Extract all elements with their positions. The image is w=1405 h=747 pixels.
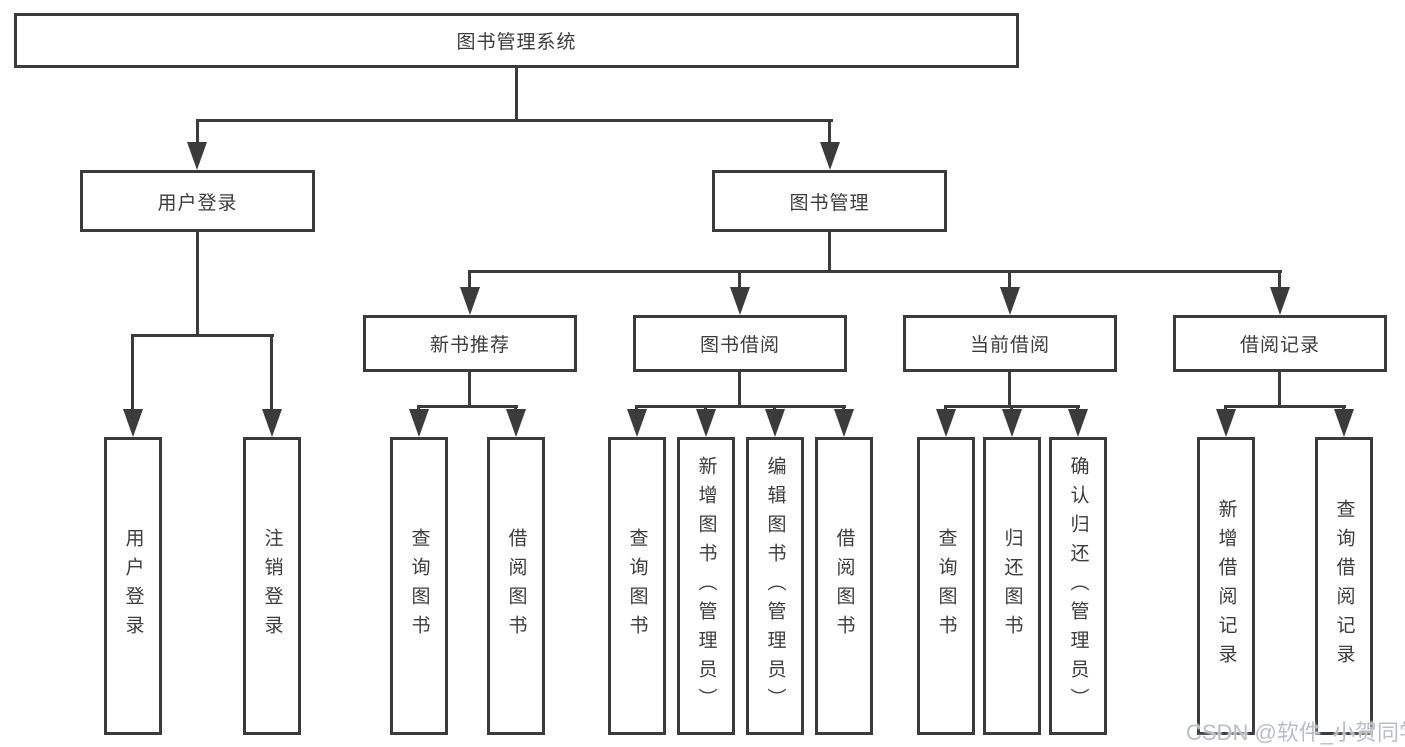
connector-line <box>738 270 741 290</box>
leaf-query-book-current: 查询图书 <box>917 437 975 735</box>
node-current-borrow: 当前借阅 <box>903 315 1117 372</box>
leaf-borrow-book-label: 借阅图书 <box>833 528 855 644</box>
connector-line <box>1224 405 1346 408</box>
leaf-confirm-return-admin: 确认归还（管理员） <box>1049 437 1107 735</box>
node-book-management: 图书管理 <box>712 170 947 232</box>
node-user-login: 用户登录 <box>80 170 315 232</box>
node-borrow-records: 借阅记录 <box>1173 315 1387 372</box>
connector-line <box>515 68 518 121</box>
leaf-confirm-return-admin-label: 确认归还（管理员） <box>1067 455 1089 717</box>
leaf-query-book-current-label: 查询图书 <box>935 528 957 644</box>
leaf-query-borrow-record: 查询借阅记录 <box>1315 437 1373 735</box>
arrowhead-icon <box>123 409 143 437</box>
arrowhead-icon <box>1270 287 1290 315</box>
arrowhead-icon <box>820 142 840 170</box>
connector-line <box>635 405 846 408</box>
arrowhead-icon <box>834 409 854 437</box>
node-current-borrow-label: 当前借阅 <box>969 335 1050 356</box>
leaf-add-book-admin-label: 新增图书（管理员） <box>695 455 717 717</box>
arrowhead-icon <box>262 409 282 437</box>
leaf-add-borrow-record: 新增借阅记录 <box>1197 437 1255 735</box>
arrowhead-icon <box>936 409 956 437</box>
connector-line <box>1008 270 1011 290</box>
connector-line <box>738 372 741 408</box>
leaf-edit-book-admin: 编辑图书（管理员） <box>746 437 804 735</box>
leaf-query-book-recommend: 查询图书 <box>390 437 448 735</box>
leaf-user-login-label: 用户登录 <box>122 528 144 644</box>
connector-line <box>417 405 518 408</box>
leaf-return-book-label: 归还图书 <box>1001 528 1023 644</box>
leaf-borrow-book-recommend-label: 借阅图书 <box>505 528 527 644</box>
leaf-query-book-borrow-label: 查询图书 <box>626 528 648 644</box>
arrowhead-icon <box>187 142 207 170</box>
connector-line <box>196 231 199 337</box>
node-book-management-label: 图书管理 <box>789 192 870 214</box>
node-borrow-records-label: 借阅记录 <box>1239 335 1320 356</box>
connector-line <box>131 334 274 337</box>
connector-line <box>196 119 199 146</box>
arrowhead-icon <box>409 409 429 437</box>
leaf-borrow-book-recommend: 借阅图书 <box>487 437 545 735</box>
arrowhead-icon <box>460 287 480 315</box>
arrowhead-icon <box>1002 409 1022 437</box>
connector-line <box>828 119 831 146</box>
node-root-label: 图书管理系统 <box>456 32 577 53</box>
arrowhead-icon <box>730 287 750 315</box>
connector-line <box>468 270 1282 273</box>
connector-line <box>828 231 831 273</box>
connector-line <box>196 119 833 122</box>
connector-line <box>1278 372 1281 408</box>
leaf-user-login: 用户登录 <box>104 437 162 735</box>
leaf-logout: 注销登录 <box>243 437 301 735</box>
connector-line <box>1278 270 1281 290</box>
arrowhead-icon <box>696 409 716 437</box>
node-new-book-recommend-label: 新书推荐 <box>429 335 510 356</box>
leaf-add-book-admin: 新增图书（管理员） <box>677 437 735 735</box>
node-root: 图书管理系统 <box>14 13 1019 68</box>
connector-line <box>131 334 134 412</box>
arrowhead-icon <box>1334 409 1354 437</box>
node-user-login-label: 用户登录 <box>157 192 238 214</box>
arrowhead-icon <box>1068 409 1088 437</box>
connector-line <box>1008 372 1011 408</box>
leaf-logout-label: 注销登录 <box>261 528 283 644</box>
arrowhead-icon <box>765 409 785 437</box>
watermark: CSDN @软件_小贺同学 <box>1186 720 1405 745</box>
arrowhead-icon <box>1216 409 1236 437</box>
node-new-book-recommend: 新书推荐 <box>363 315 577 372</box>
arrowhead-icon <box>1000 287 1020 315</box>
connector-line <box>468 270 471 290</box>
leaf-query-book-borrow: 查询图书 <box>608 437 666 735</box>
node-book-borrow-label: 图书借阅 <box>699 335 780 356</box>
leaf-add-borrow-record-label: 新增借阅记录 <box>1215 499 1237 673</box>
leaf-edit-book-admin-label: 编辑图书（管理员） <box>764 455 786 717</box>
arrowhead-icon <box>506 409 526 437</box>
arrowhead-icon <box>627 409 647 437</box>
node-book-borrow: 图书借阅 <box>633 315 847 372</box>
connector-line <box>270 334 273 412</box>
leaf-borrow-book: 借阅图书 <box>815 437 873 735</box>
leaf-return-book: 归还图书 <box>983 437 1041 735</box>
leaf-query-borrow-record-label: 查询借阅记录 <box>1333 499 1355 673</box>
connector-line <box>468 372 471 408</box>
leaf-query-book-recommend-label: 查询图书 <box>408 528 430 644</box>
